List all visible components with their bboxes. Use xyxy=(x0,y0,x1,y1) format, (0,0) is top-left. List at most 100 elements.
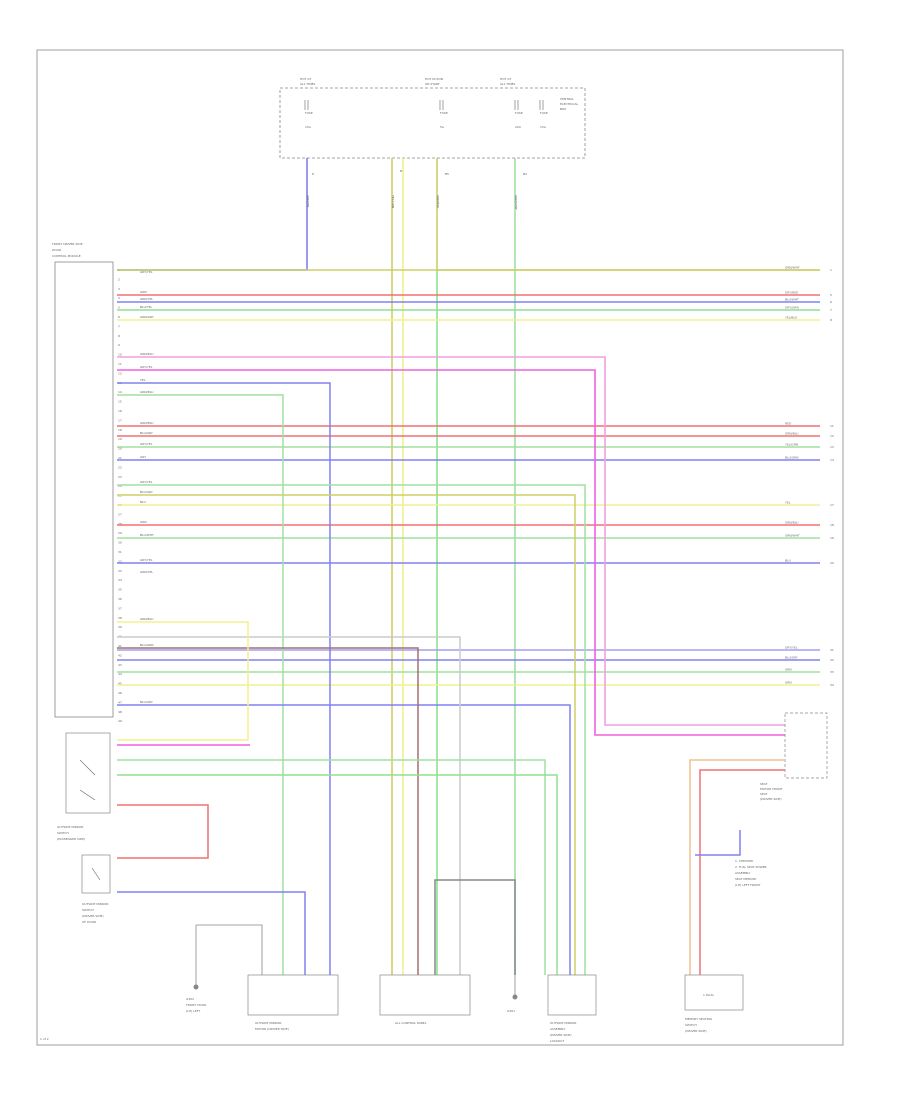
drop-blue-3 xyxy=(117,891,306,975)
module-pin: 2 xyxy=(118,277,120,281)
comp-memory-seating-switch: 1 PLUG MEMORY SEATING SWITCH (DRIVER SID… xyxy=(684,974,744,1033)
module-pin: 35 xyxy=(118,588,122,592)
fuse-c-line2: ALL TIMES xyxy=(500,82,516,86)
wire-label-left: GRN/YEL xyxy=(140,570,153,574)
module-pin: 7 xyxy=(118,324,120,328)
wire-label-left: GRN/BLU xyxy=(140,352,153,356)
riser-label-1: GRN/YEL xyxy=(306,195,310,208)
module-pin: 47 xyxy=(118,700,122,704)
door-control-module: FRONT DRIVER SIDE DOOR CONTROL MODULE xyxy=(52,242,114,718)
fuse-col-c: HOT AT ALL TIMES FUSE 20A FUSE 15A xyxy=(500,77,548,129)
right-a-3: SEAT xyxy=(760,792,768,796)
module-pin: 28 xyxy=(118,522,122,526)
central-electrical-box xyxy=(279,87,586,159)
bus-wire-pin: 14 xyxy=(830,458,834,462)
wire-label-left: BLU/GRY xyxy=(140,700,153,704)
module-pin: 8 xyxy=(118,334,120,338)
switch-b-2: SWITCH xyxy=(82,908,94,912)
module-pin: 45 xyxy=(118,682,122,686)
riser-pin-3: B5 xyxy=(445,172,449,176)
module-pin: 5 xyxy=(118,306,120,310)
drop-brown-1 xyxy=(117,647,419,975)
comp-c-1: OUTSIDE MIRROR xyxy=(550,1021,576,1025)
outside-mirror-switch-b: OUTSIDE MIRROR SWITCH (DRIVER SIDE) OF D… xyxy=(81,854,111,924)
comp-a-1: OUTSIDE MIRROR xyxy=(255,1021,281,1025)
drop-green-2 xyxy=(117,484,586,975)
fuse-symbols xyxy=(304,100,544,110)
module-title-3: CONTROL MODULE xyxy=(52,254,81,258)
drop-blue-2 xyxy=(117,704,571,975)
bus-wire-pin: 7 xyxy=(830,308,832,312)
wire-label-left: BLU/YEL xyxy=(140,305,153,309)
diagram-frame xyxy=(36,49,844,1046)
ground-2: FRONT DOOR xyxy=(186,1003,206,1007)
fuse-col-a: HOT AT ALL TIMES FUSE 15A xyxy=(300,77,316,129)
wire-label-left: GRN xyxy=(140,520,147,524)
bus-wire-label: GRY/YEL xyxy=(785,646,798,650)
module-pin: 23 xyxy=(118,475,122,479)
module-pin: 41 xyxy=(118,644,122,648)
bus-wire-pin: 5 xyxy=(830,293,832,297)
bus-wire-pin: 34 xyxy=(830,683,834,687)
ground-g301: G301 xyxy=(507,935,518,1013)
fuse-b-line1: HOT IN RUN xyxy=(425,77,443,81)
comp-mirror-assembly: OUTSIDE MIRROR ASSEMBLY (DRIVER SIDE) LO… xyxy=(547,974,597,1043)
fuse-a-line2: ALL TIMES xyxy=(300,82,316,86)
module-pin: 9 xyxy=(118,343,120,347)
module-pin: 48 xyxy=(118,710,122,714)
comp-c-3: (DRIVER SIDE) xyxy=(550,1033,572,1037)
module-pin: 31 xyxy=(118,550,122,554)
note-4: SEAT MEMORY xyxy=(735,877,757,881)
comp-d-2: SWITCH xyxy=(685,1023,697,1027)
bus-wire-pin: 18 xyxy=(830,523,834,527)
bus-wire-pin: 12 xyxy=(830,434,834,438)
outside-mirror-switch-a: OUTSIDE MIRROR SWITCH (PASSENGER SIDE) xyxy=(57,732,111,841)
bus-wire-label: BLU/WHT xyxy=(785,298,799,302)
riser-pin-4: B4 xyxy=(523,172,527,176)
note-2: 2. FULL SEAT POWER xyxy=(735,865,767,869)
fuse-b-line3: FUSE xyxy=(440,111,448,115)
riser-label-3: GRN/BLK xyxy=(436,195,440,209)
wire-label-left: GRN xyxy=(140,290,147,294)
drop-green-4 xyxy=(117,774,558,975)
bus-wire-label: RED xyxy=(785,422,792,426)
riser-label-2: YEL/GRN xyxy=(391,195,395,208)
module-pin: 17 xyxy=(118,418,122,422)
module-pin: 38 xyxy=(118,616,122,620)
module-pin: 46 xyxy=(118,691,122,695)
module-pin: 11 xyxy=(118,362,122,366)
riser-wires xyxy=(117,158,820,975)
module-pin: 30 xyxy=(118,541,122,545)
drop-gray-1 xyxy=(117,636,461,975)
riser-label-4: GRN/WHT xyxy=(514,195,518,210)
riser-labels: GRN/YEL YEL/GRN GRN/BLK GRN/WHT xyxy=(306,195,518,210)
bus-wire-pin: 13 xyxy=(830,445,834,449)
bus-wire-label: YEL xyxy=(785,501,791,505)
memory-wires xyxy=(117,356,785,736)
wire-label-left: GRY/YEL xyxy=(140,442,153,446)
comp-outside-mirror-motor: OUTSIDE MIRROR MOTOR (DRIVER SIDE) xyxy=(196,924,339,1031)
riser-pin-2: B3 xyxy=(400,169,404,173)
drop-wires xyxy=(117,382,586,975)
fuse-c-line1: HOT AT xyxy=(500,77,511,81)
loop-red-1 xyxy=(117,804,209,859)
fuse-c-line5: FUSE xyxy=(540,111,548,115)
module-pin: 16 xyxy=(118,409,122,413)
comp-c-4: LOCKOUT xyxy=(550,1039,564,1043)
loop-gray-1 xyxy=(434,879,516,975)
note-1: 1. CHECKED xyxy=(735,859,754,863)
module-pin: 39 xyxy=(118,625,122,629)
ground-3: (LH) LEFT xyxy=(186,1009,200,1013)
riser-pin-1: 8 xyxy=(312,172,314,176)
comp-a-2: MOTOR (DRIVER SIDE) xyxy=(255,1027,289,1031)
module-pin: 14 xyxy=(118,390,122,394)
comp-d-inner: 1 PLUG xyxy=(703,993,714,997)
drop-green-1 xyxy=(117,394,284,975)
orange-wire xyxy=(689,759,785,975)
riser-wire-blue xyxy=(117,158,308,271)
bus-wire-label: YEL/GRN xyxy=(785,443,798,447)
bus-wire-label: BLU xyxy=(785,559,791,563)
wire-label-left: BLU/GRY xyxy=(140,431,153,435)
module-pin: 20 xyxy=(118,447,122,451)
module-pin: 29 xyxy=(118,531,122,535)
